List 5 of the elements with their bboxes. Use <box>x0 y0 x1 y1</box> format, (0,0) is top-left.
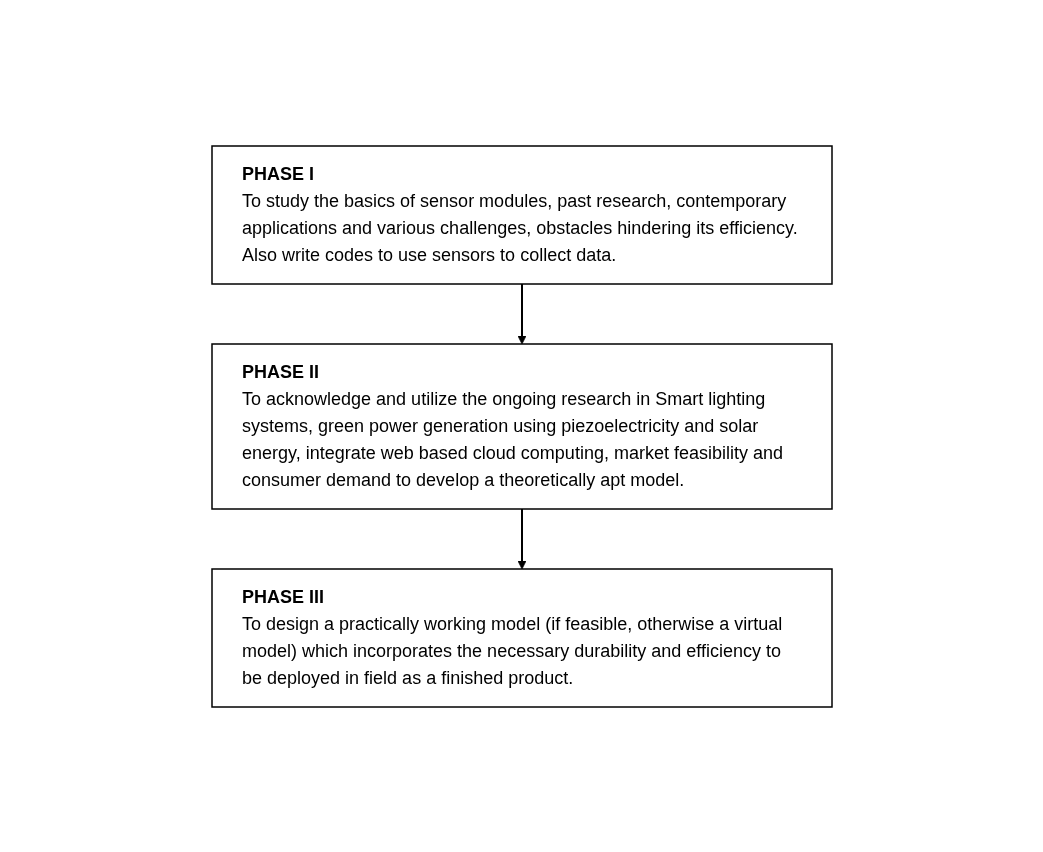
node-box: PHASE III To design a practically working model (if feasible, otherwise a virtual model) which incorporates the necessary durability and efficiency to be deployed in field as a finished product. <box>210 567 833 708</box>
node-box: PHASE II To acknowledge and utilize the ongoing research in Smart lighting systems, green power generation using piezoelectricity and solar energy, integrate web based cloud computing, market feasibility and consumer demand to develop a theoretically apt model. <box>210 342 833 510</box>
arrow <box>517 282 526 344</box>
arrow <box>517 507 526 569</box>
node-box: PHASE I To study the basics of sensor modules, past research, contemporary applications and various challenges, obstacles hindering its efficiency. Also write codes to use sensors to collect data. <box>210 144 833 285</box>
